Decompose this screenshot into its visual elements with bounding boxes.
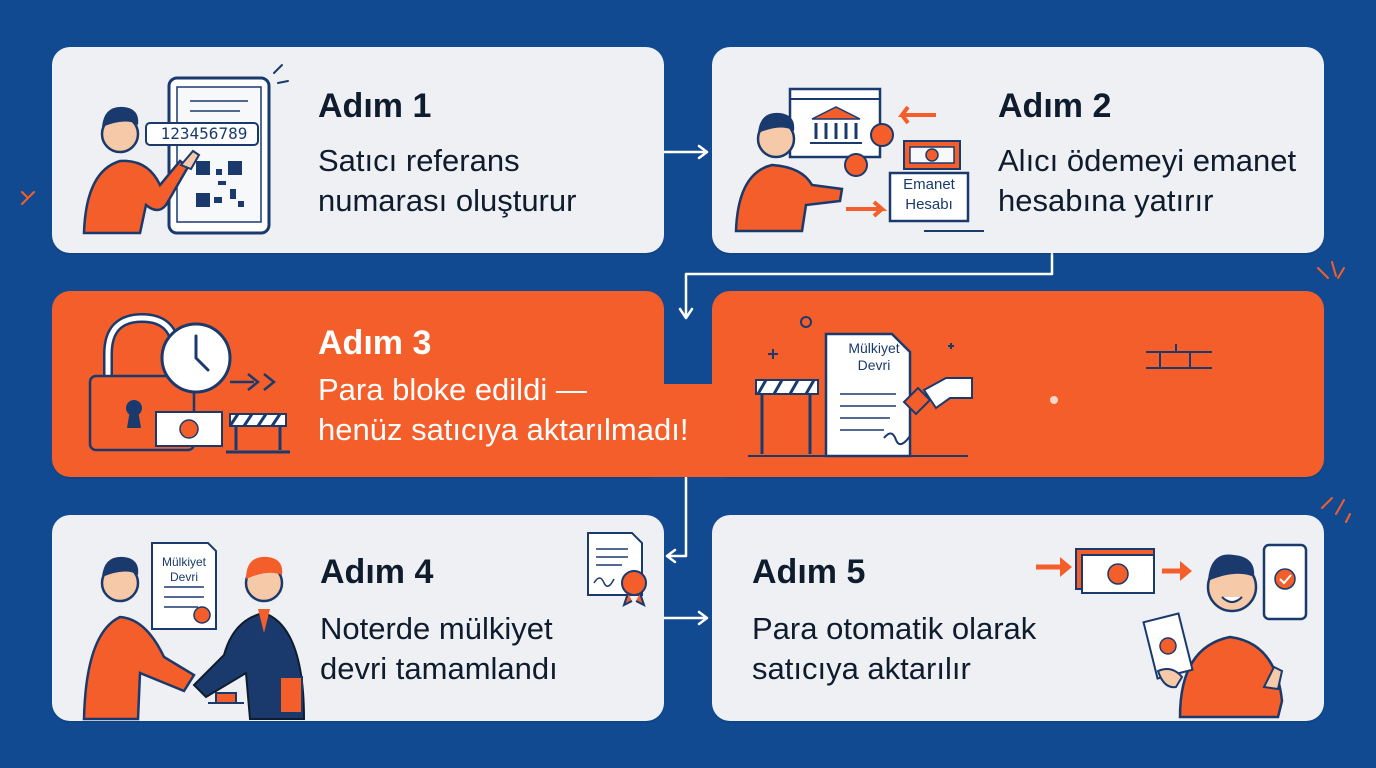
step-3-title: Adım 3 (318, 324, 432, 362)
step-4-card: Mülkiyet Devri Adım 4 Noterde mülkiyet d… (52, 515, 664, 721)
step-3-bridge (600, 384, 780, 477)
step-5-description: Para otomatik olarak satıcıya aktarılır (752, 611, 1037, 686)
escrow-label: Emanet Hesabı (903, 176, 955, 213)
step-1-title: Adım 1 (318, 87, 432, 125)
deed-label-2: Mülkiyet Devri (161, 555, 206, 584)
phone-qr-icon (82, 64, 289, 235)
step-5-title: Adım 5 (752, 553, 866, 591)
step-4-description: Noterde mülkiyet devri tamamlandı (320, 611, 558, 686)
step-1-description: Satıcı referans numarası oluşturur (318, 143, 577, 218)
money-transfer-icon (1036, 543, 1308, 719)
step-1-card: 123456789 Adım 1 Satıcı referans numaras… (52, 47, 664, 253)
bank-transfer-icon (734, 87, 984, 233)
lock-clock-icon (88, 312, 277, 452)
deed-stamp-icon (748, 316, 1058, 458)
brick-deco-icon (1146, 344, 1212, 369)
step-4-title: Adım 4 (320, 553, 434, 591)
certificate-seal-icon (587, 532, 647, 607)
step-2-description: Alıcı ödemeyi emanet hesabına yatırır (998, 143, 1297, 218)
handshake-icon (82, 542, 306, 721)
step-3-description: Para bloke edildi — henüz satıcıya aktar… (318, 372, 689, 447)
step-2-title: Adım 2 (998, 87, 1112, 125)
deed-label: Mülkiyet Devri (848, 340, 900, 373)
reference-number: 123456789 (160, 124, 248, 143)
step-2-card: Emanet Hesabı Adım 2 Alıcı ödemeyi emane… (712, 47, 1324, 253)
barrier-icon (226, 413, 290, 454)
step-5-card: Adım 5 Para otomatik olarak satıcıya akt… (712, 515, 1324, 721)
